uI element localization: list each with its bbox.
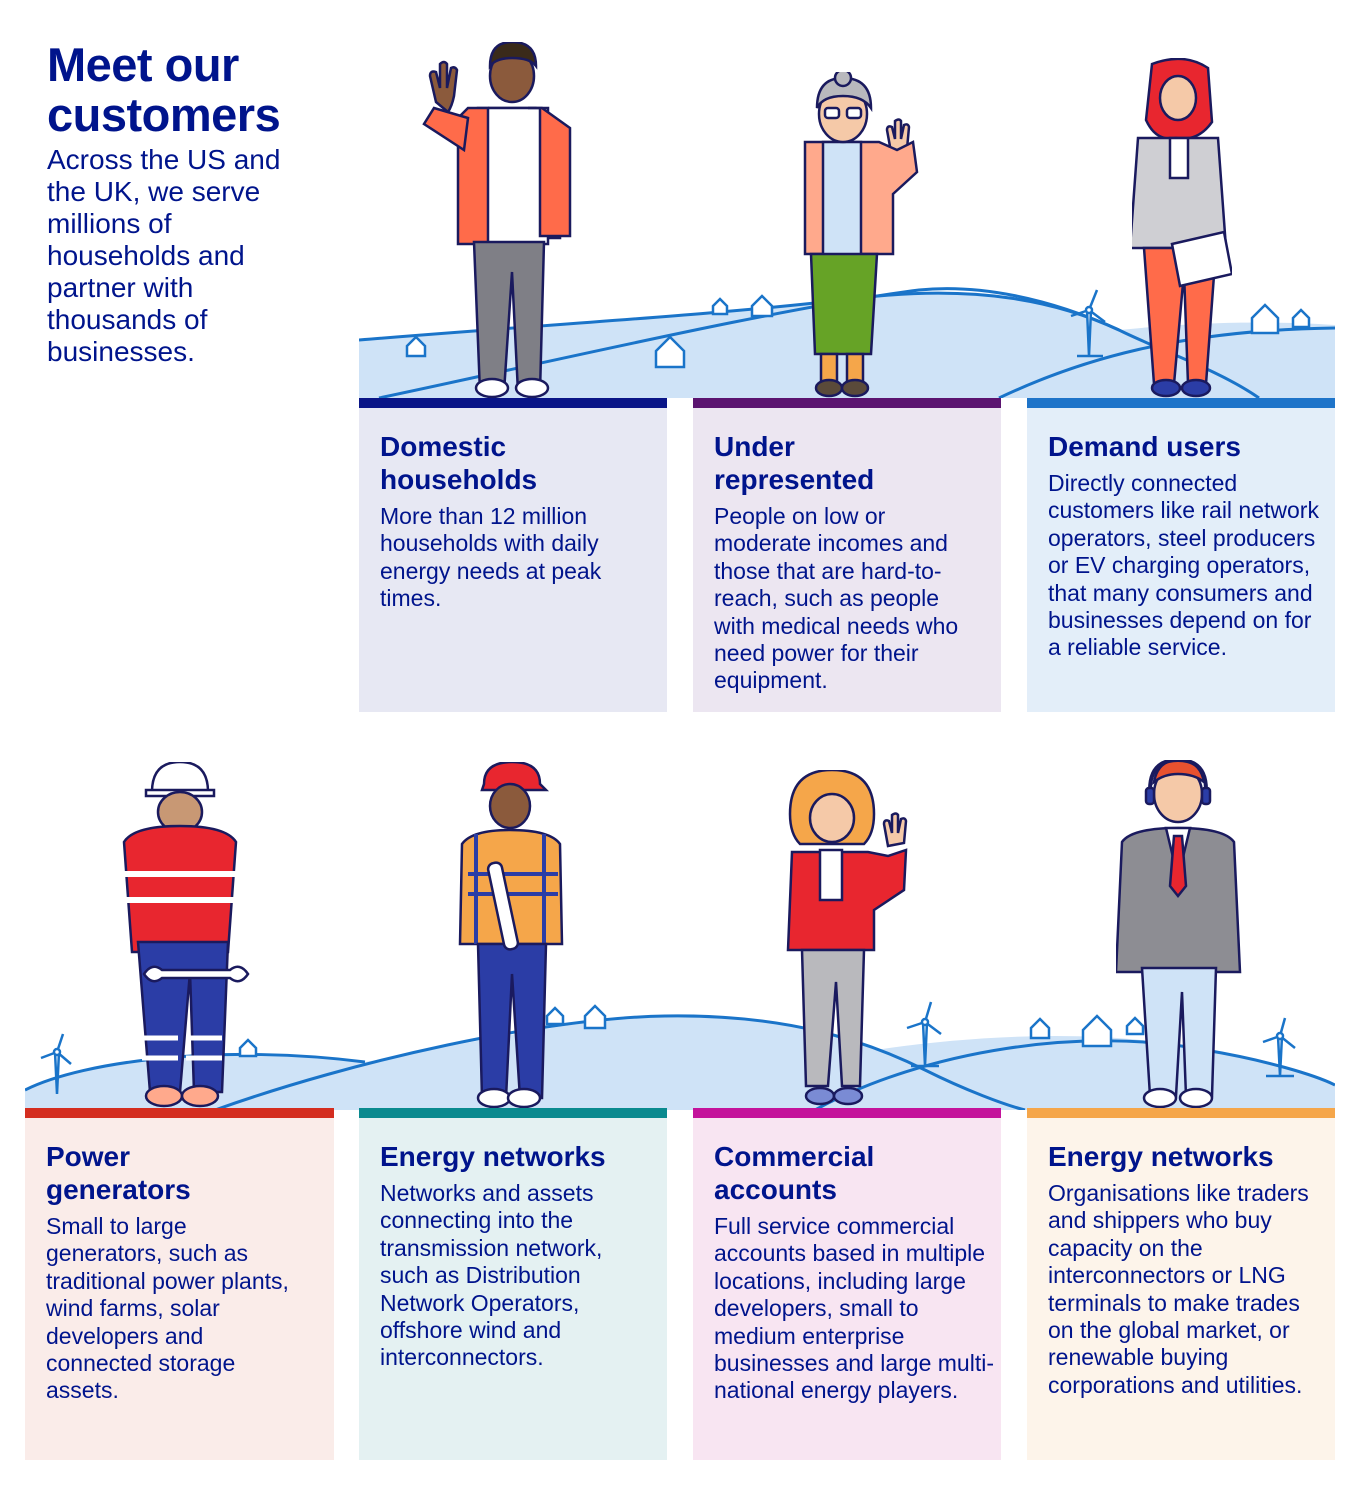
landscape-bottom	[25, 1001, 1335, 1110]
wind-turbine-icon	[1070, 289, 1106, 358]
businesswoman-waving-figure	[786, 770, 908, 1106]
card-title: Commercial accounts	[714, 1141, 875, 1205]
page-title: Meet our customers	[47, 38, 281, 141]
card-text: Networks and assets connecting into the …	[380, 1180, 603, 1371]
trader-with-headset-figure	[1116, 760, 1242, 1108]
older-woman-waving-figure	[803, 72, 919, 398]
customer-card-3: Power generators Small to large generato…	[25, 1108, 334, 1460]
customer-card-0: Domestic households More than 12 million…	[359, 398, 667, 712]
card-title: Energy networks	[1048, 1141, 1274, 1172]
customer-card-6: Energy networks Organisations like trade…	[1027, 1108, 1335, 1460]
worker-with-plans-figure	[458, 762, 564, 1108]
card-text: Organisations like traders and shippers …	[1048, 1180, 1309, 1398]
scene-bottom	[25, 760, 1335, 1110]
card-text: People on low or moderate incomes and th…	[714, 503, 959, 694]
customer-card-5: Commercial accounts Full service commerc…	[693, 1108, 1001, 1460]
card-title: Energy networks	[380, 1141, 606, 1172]
house-icon	[405, 294, 1311, 369]
card-text: Directly connected customers like rail n…	[1048, 470, 1319, 661]
woman-with-clipboard-figure	[1132, 58, 1232, 398]
card-title: Power generators	[46, 1141, 191, 1205]
card-title: Domestic households	[380, 431, 538, 495]
house-icon	[238, 1004, 1145, 1058]
customer-card-4: Energy networks Networks and assets conn…	[359, 1108, 667, 1460]
engineer-with-wrench-figure	[122, 762, 250, 1108]
intro: Meet our customers Across the US and the…	[47, 40, 347, 368]
card-text: Full service commercial accounts based i…	[714, 1213, 994, 1404]
card-title: Under represented	[714, 431, 875, 495]
wind-turbine-icon	[40, 1001, 1296, 1095]
customer-card-2: Demand users Directly connected customer…	[1027, 398, 1335, 712]
customer-card-1: Under represented People on low or moder…	[693, 398, 1001, 712]
page-subtitle: Across the US and the UK, we serve milli…	[47, 144, 281, 367]
man-waving-figure	[422, 42, 572, 398]
card-text: More than 12 million households with dai…	[380, 503, 602, 612]
card-text: Small to large generators, such as tradi…	[46, 1213, 289, 1404]
card-title: Demand users	[1048, 431, 1241, 462]
